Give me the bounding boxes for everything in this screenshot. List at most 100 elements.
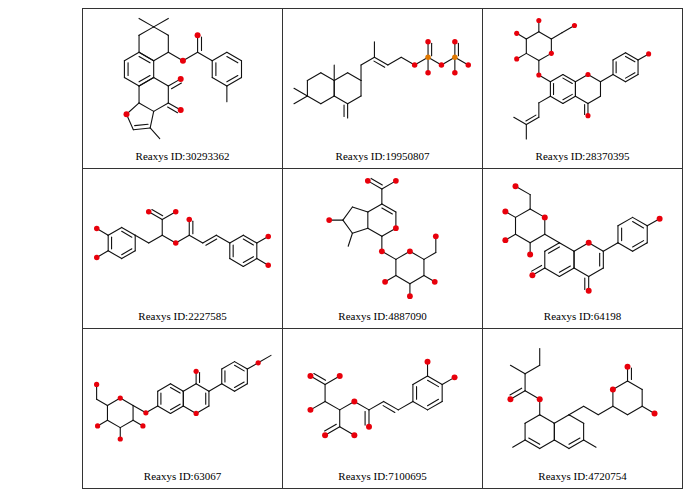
figure-cell: Reaxys ID:7100695 xyxy=(282,328,483,489)
bond-line xyxy=(559,266,570,272)
bond-line xyxy=(325,424,337,431)
bond-line xyxy=(574,251,575,268)
bond-line xyxy=(530,234,545,242)
bond-line xyxy=(365,412,366,426)
atom-dot xyxy=(351,432,357,438)
atom-dot xyxy=(366,424,372,430)
bond-line xyxy=(369,401,384,409)
bond-line xyxy=(526,53,539,60)
bond-line xyxy=(120,420,133,427)
bond-line xyxy=(243,235,257,243)
bond-line xyxy=(139,27,154,35)
reaxys-id-caption: Reaxys ID:30293362 xyxy=(136,150,230,168)
bond-line xyxy=(637,60,638,74)
bond-line xyxy=(122,249,132,255)
bond-line xyxy=(374,61,385,67)
atom-dot xyxy=(536,18,541,23)
bond-line xyxy=(307,80,308,95)
bond-line xyxy=(383,406,395,413)
atom-dot xyxy=(194,369,199,374)
bond-line xyxy=(247,369,248,384)
atom-dot xyxy=(94,226,100,232)
bond-line xyxy=(233,245,234,257)
bond-line xyxy=(525,423,526,440)
bond-line xyxy=(222,362,235,369)
bond-line xyxy=(107,420,120,427)
bond-line xyxy=(381,189,382,204)
bond-line xyxy=(196,384,209,391)
bond-line xyxy=(347,104,348,118)
bond-line xyxy=(235,382,245,388)
atom-dot xyxy=(407,293,413,299)
bond-line xyxy=(515,217,516,234)
bond-line xyxy=(192,221,193,233)
reaxys-id-caption: Reaxys ID:28370395 xyxy=(536,150,630,168)
bond-line xyxy=(539,32,552,39)
atom-dot xyxy=(425,55,430,60)
bond-line xyxy=(352,228,367,233)
bond-line xyxy=(548,247,559,253)
chemical-structure xyxy=(502,183,662,294)
atom-dot xyxy=(452,374,458,380)
bond-line xyxy=(538,103,539,117)
bond-line xyxy=(553,84,554,95)
atom-dot xyxy=(393,225,399,231)
bond-line xyxy=(575,82,576,96)
atom-dot xyxy=(425,39,430,44)
bond-line xyxy=(334,65,335,80)
bond-line xyxy=(352,207,367,212)
atom-dot xyxy=(180,58,186,64)
bond-line xyxy=(384,401,399,409)
reaxys-id-caption: Reaxys ID:64198 xyxy=(544,310,621,328)
bond-line xyxy=(526,39,527,53)
bond-line xyxy=(600,74,613,81)
bond-line xyxy=(160,393,161,404)
bond-line xyxy=(526,115,536,121)
bond-line xyxy=(431,43,432,55)
bond-line xyxy=(584,105,585,115)
atom-dot xyxy=(537,396,543,402)
bond-line xyxy=(162,220,163,236)
bond-line xyxy=(135,124,148,125)
atom-dot xyxy=(186,217,192,223)
bond-line xyxy=(339,410,340,427)
bond-line xyxy=(559,243,574,251)
bond-line xyxy=(334,96,347,104)
bond-line xyxy=(168,35,169,52)
bond-line xyxy=(633,241,644,247)
bond-line xyxy=(545,268,560,276)
bond-line xyxy=(241,61,242,78)
atom-dot xyxy=(365,178,371,184)
bond-line xyxy=(172,83,182,89)
bond-line xyxy=(626,73,635,78)
bond-line xyxy=(559,268,574,276)
bond-line xyxy=(526,125,527,139)
bond-line xyxy=(227,52,242,60)
atom-dot xyxy=(586,240,592,246)
atom-dot xyxy=(124,111,130,117)
bond-line xyxy=(154,18,169,26)
figure-cell: Reaxys ID:64198 xyxy=(482,168,683,329)
atom-dot xyxy=(542,214,548,220)
atom-dot xyxy=(178,107,184,113)
bond-line xyxy=(108,235,109,251)
atom-dot xyxy=(529,272,535,278)
bond-line xyxy=(563,94,572,99)
bond-line xyxy=(135,235,149,243)
bond-line xyxy=(321,96,334,104)
atom-dot xyxy=(382,279,388,285)
atom-dot xyxy=(173,240,179,246)
bond-line xyxy=(128,63,129,76)
bond-line xyxy=(343,105,344,116)
bond-line xyxy=(122,231,132,237)
bond-line xyxy=(516,209,531,217)
bond-line xyxy=(294,88,307,96)
bond-line xyxy=(227,75,238,81)
chemical-structure xyxy=(94,355,271,441)
bond-line xyxy=(510,388,522,395)
bond-line xyxy=(545,243,560,251)
bond-line xyxy=(256,243,257,259)
bond-line xyxy=(554,423,555,440)
bond-line xyxy=(647,226,648,243)
bond-line xyxy=(224,371,225,382)
